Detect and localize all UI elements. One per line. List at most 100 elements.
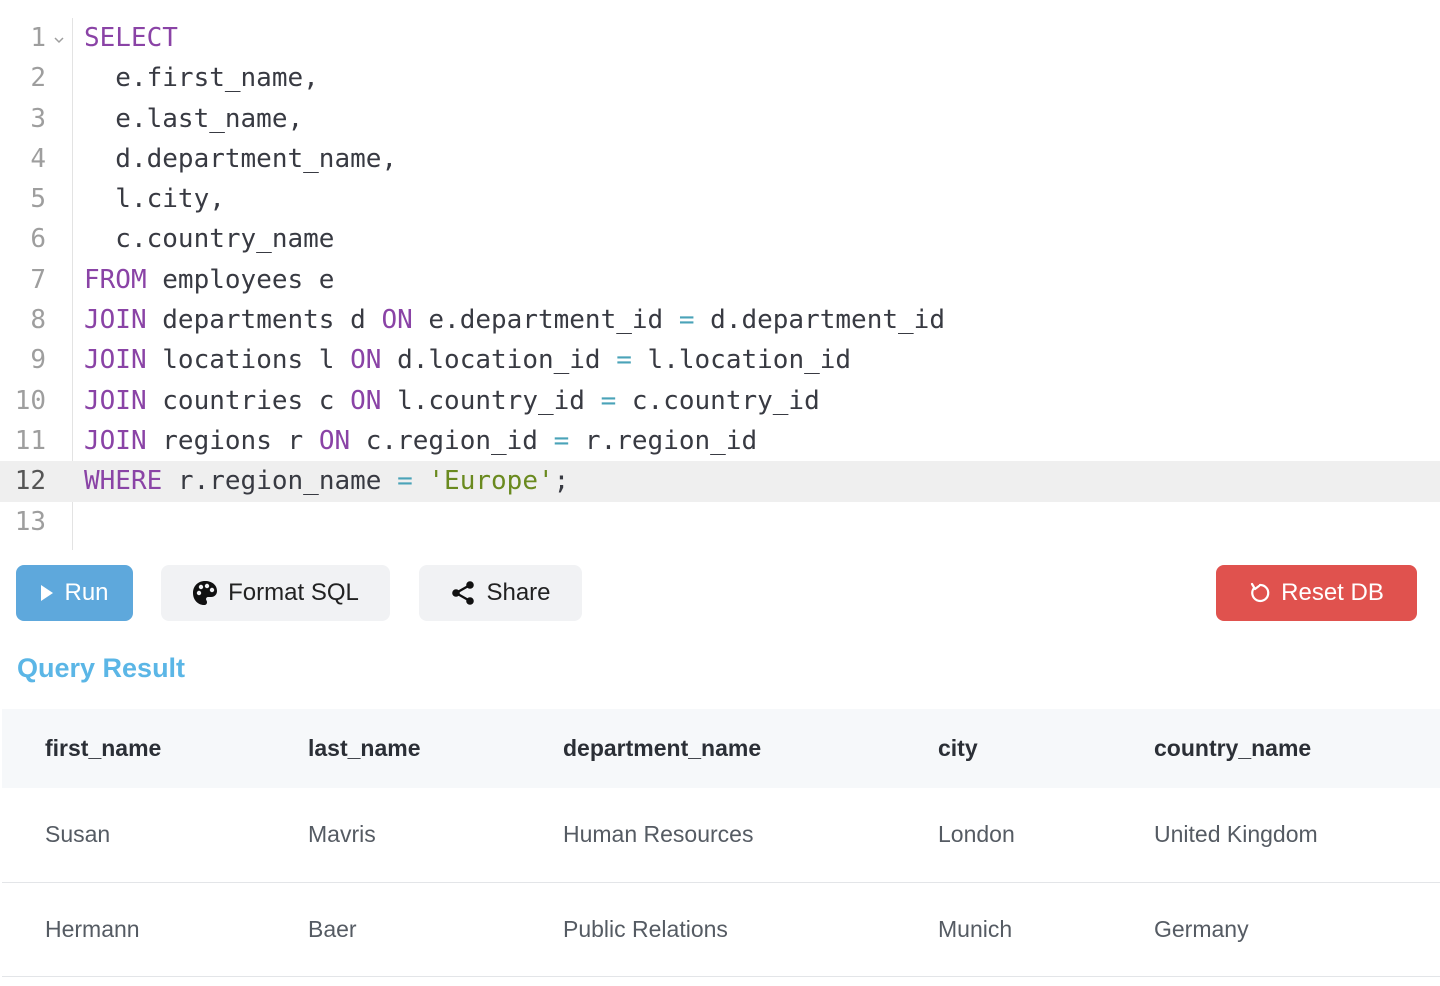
code-token-operator: =	[553, 425, 570, 456]
code-token-operator: =	[600, 385, 617, 416]
code-line[interactable]: 8 JOIN departments d ON e.department_id =…	[0, 300, 1440, 340]
share-button[interactable]: Share	[419, 565, 582, 621]
gutter-divider	[72, 18, 73, 550]
code-text[interactable]: d.department_name,	[84, 143, 397, 175]
code-text[interactable]: l.city,	[84, 183, 225, 215]
table-cell: Public Relations	[563, 915, 728, 942]
code-line[interactable]: 6 c.country_name	[0, 219, 1440, 259]
line-number: 6	[30, 224, 46, 255]
code-text[interactable]: WHERE r.region_name = 'Europe';	[84, 465, 569, 497]
run-label: Run	[64, 579, 109, 606]
table-cell: Baer	[308, 915, 357, 942]
code-token-plain: c.country_name	[84, 224, 335, 255]
code-line[interactable]: 11 JOIN regions r ON c.region_id = r.regi…	[0, 421, 1440, 461]
code-token-plain: ;	[553, 466, 570, 497]
table-header-row: first_name last_name department_name cit…	[2, 709, 1440, 788]
code-token-plain: departments d	[146, 305, 382, 336]
line-number: 11	[14, 425, 46, 456]
code-text[interactable]: SELECT	[84, 22, 178, 54]
code-token-plain: d.department_name,	[84, 143, 398, 174]
run-button[interactable]: Run	[16, 565, 133, 621]
code-line[interactable]: 3 e.last_name,	[0, 99, 1440, 139]
table-cell: Susan	[45, 821, 111, 848]
code-line[interactable]: 1 SELECT	[0, 18, 1440, 58]
line-number: 3	[30, 103, 46, 134]
code-token-string: 'Europe'	[428, 466, 554, 497]
table-cell: Munich	[938, 915, 1013, 942]
line-number: 5	[30, 184, 46, 215]
code-token-keyword: ON	[381, 305, 413, 336]
code-token-plain: employees e	[146, 264, 335, 295]
code-token-plain: e.department_id	[412, 305, 679, 336]
code-line[interactable]: 2 e.first_name,	[0, 58, 1440, 98]
line-number: 9	[30, 345, 46, 376]
palette-icon	[192, 580, 218, 606]
query-result-title: Query Result	[17, 653, 186, 683]
table-cell: Mavris	[308, 821, 376, 848]
code-token-plain: r.region_name	[162, 466, 398, 497]
code-token-plain: r.region_id	[569, 425, 758, 456]
code-token-keyword: JOIN	[84, 305, 147, 336]
reset-db-label: Reset DB	[1281, 579, 1384, 606]
code-token-keyword: ON	[318, 425, 351, 456]
code-text[interactable]: c.country_name	[84, 223, 334, 255]
column-header: first_name	[45, 735, 162, 761]
table-cell: Germany	[1154, 915, 1249, 942]
code-text[interactable]: e.last_name,	[84, 103, 303, 135]
code-token-keyword: JOIN	[84, 345, 147, 376]
reset-db-button[interactable]: Reset DB	[1216, 565, 1417, 621]
column-header: department_name	[563, 735, 762, 761]
table-row: Hermann Baer Public Relations Munich Ger…	[2, 882, 1440, 976]
active-line-highlight	[0, 461, 1440, 502]
code-token-plain: regions r	[146, 425, 319, 456]
code-token-plain: c.region_id	[350, 425, 554, 456]
table-cell: Human Resources	[563, 821, 754, 848]
line-number: 8	[30, 305, 46, 336]
code-text[interactable]: JOIN countries c ON l.country_id = c.cou…	[84, 385, 820, 417]
table-cell: United Kingdom	[1154, 821, 1318, 848]
code-text[interactable]: JOIN locations l ON d.location_id = l.lo…	[84, 344, 851, 376]
table-cell: London	[938, 821, 1015, 848]
code-token-plain: countries c	[146, 385, 351, 416]
code-line[interactable]: 7 FROM employees e	[0, 260, 1440, 300]
code-token-plain: l.location_id	[631, 345, 852, 376]
code-token-plain	[413, 466, 429, 496]
line-number: 12	[14, 466, 46, 497]
line-number: 1	[30, 23, 46, 53]
code-token-plain: e.first_name,	[84, 63, 319, 94]
code-line[interactable]: 13	[0, 502, 1440, 542]
code-line[interactable]: 5 l.city,	[0, 179, 1440, 219]
code-text[interactable]: FROM employees e	[84, 264, 334, 296]
code-token-plain: d.department_id	[694, 305, 945, 336]
column-header: last_name	[308, 735, 421, 761]
code-token-operator: =	[616, 345, 632, 376]
format-sql-button[interactable]: Format SQL	[161, 565, 390, 621]
code-line[interactable]: 10 JOIN countries c ON l.country_id = c.c…	[0, 381, 1440, 421]
format-sql-label: Format SQL	[228, 579, 359, 606]
line-number: 10	[14, 385, 46, 416]
code-line[interactable]: 4 d.department_name,	[0, 139, 1440, 179]
line-number: 7	[30, 264, 46, 295]
code-token-plain: l.country_id	[381, 385, 601, 416]
code-text[interactable]: e.first_name,	[84, 62, 319, 94]
play-icon	[40, 584, 54, 602]
code-line[interactable]: 12 WHERE r.region_name = 'Europe';	[0, 461, 1440, 502]
table-row: Susan Mavris Human Resources London Unit…	[2, 788, 1440, 882]
code-token-keyword: FROM	[84, 264, 147, 295]
column-header: country_name	[1154, 735, 1312, 761]
code-token-plain: l.city,	[84, 184, 225, 215]
code-token-plain: d.location_id	[381, 345, 617, 376]
code-token-plain: c.country_id	[616, 385, 820, 416]
table-cell: Hermann	[45, 915, 140, 942]
code-text[interactable]: JOIN regions r ON c.region_id = r.region…	[84, 425, 757, 457]
code-token-plain: e.last_name,	[84, 103, 304, 134]
code-token-keyword: ON	[350, 385, 382, 416]
code-line[interactable]: 9 JOIN locations l ON d.location_id = l.l…	[0, 340, 1440, 380]
fold-chevron-icon[interactable]	[53, 34, 65, 46]
reset-icon	[1249, 582, 1271, 604]
share-label: Share	[486, 579, 551, 606]
code-token-keyword: SELECT	[84, 23, 178, 53]
code-text[interactable]: JOIN departments d ON e.department_id = …	[84, 304, 945, 336]
